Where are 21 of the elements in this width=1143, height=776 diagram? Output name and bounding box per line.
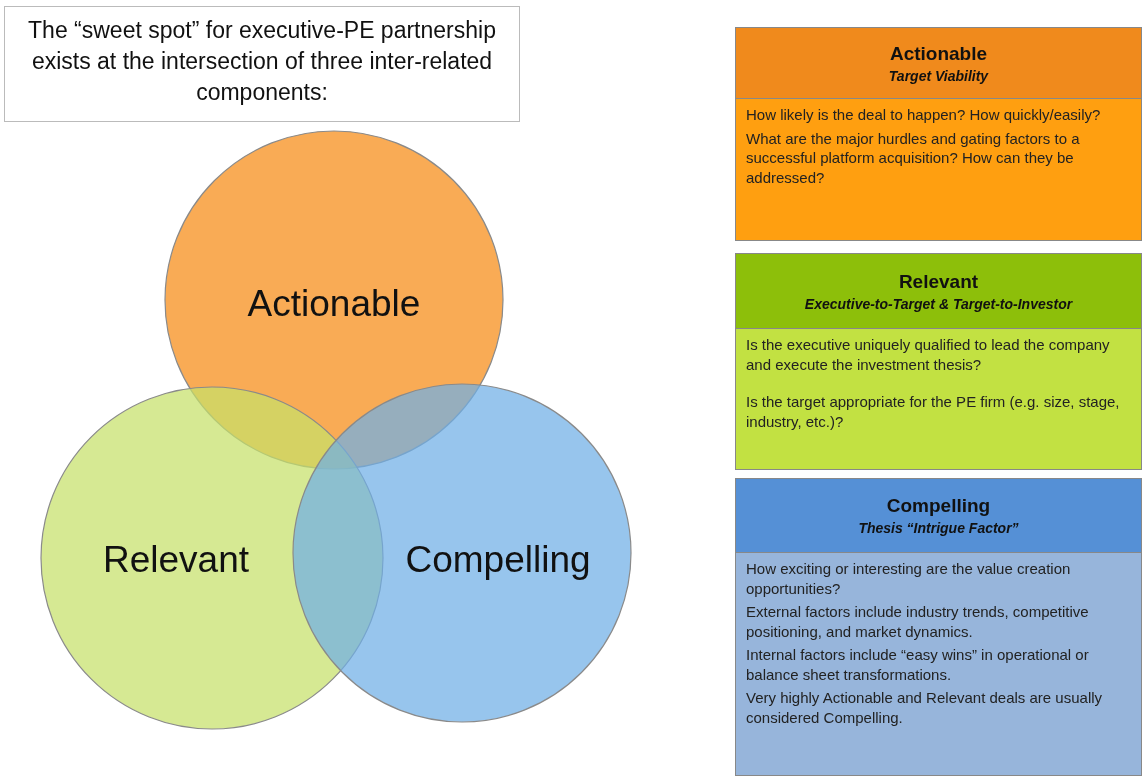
panel-subheading: Executive-to-Target & Target-to-Investor [804,295,1073,312]
panel-paragraph: Is the target appropriate for the PE firm (e.g. size, stage, industry, etc.)? [746,392,1121,431]
panel-paragraph: What are the major hurdles and gating factors to a successful platform acquisition? How can they be addressed? [746,128,1081,187]
panel-header [735,253,1142,329]
panel-paragraph: Internal factors include “easy wins” in operational or balance sheet transformations. [746,645,1090,684]
panel-paragraph: Is the executive uniquely qualified to lead the company and execute the investment thesis? [746,335,1111,374]
panel-paragraph: How exciting or interesting are the value creation opportunities? [746,559,1072,598]
circle-label: Compelling [405,539,591,581]
panel-paragraph: Very highly Actionable and Relevant deals are usually considered Compelling. [746,688,1104,727]
circle-label: Relevant [103,539,249,581]
panel-paragraph: How likely is the deal to happen? How quickly/easily? [746,105,1102,125]
panel-header [735,478,1142,553]
panel-subheading: Target Viability [888,67,989,84]
text-box: The “sweet spot” for executive-PE partnership exists at the intersection of three inter-related components: [4,6,520,122]
panel-subheading: Thesis “Intrigue Factor” [858,520,1019,536]
panel-heading: Relevant [898,270,979,293]
panel-paragraph: External factors include industry trends, competitive positioning, and market dynamics. [746,602,1090,641]
panel-header [735,27,1142,99]
panel-heading: Compelling [886,495,991,517]
panel-heading: Actionable [889,42,988,65]
circle-label: Actionable [247,283,421,325]
